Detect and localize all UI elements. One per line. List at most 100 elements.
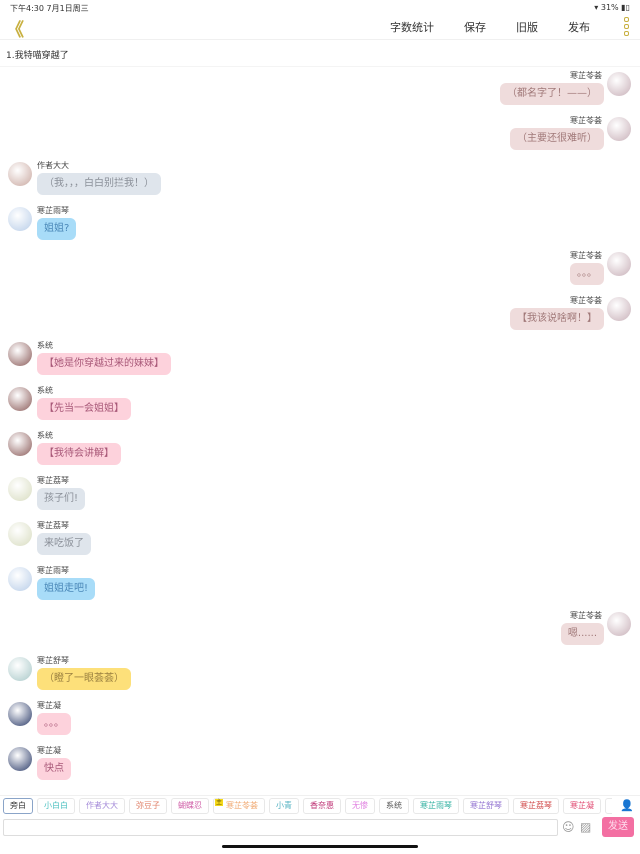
avatar[interactable] — [8, 657, 32, 681]
chat-message[interactable]: 系统 【先当一会姐姐】 — [0, 383, 640, 428]
chat-message[interactable]: 寒芷苓荟 （都名字了！——） — [0, 68, 640, 113]
avatar[interactable] — [8, 162, 32, 186]
send-button[interactable]: 发送 — [602, 817, 634, 837]
character-name: 香奈惠 — [310, 801, 334, 810]
avatar[interactable] — [607, 72, 631, 96]
character-name: 无惨 — [352, 801, 368, 810]
back-chevron-icon[interactable]: 《 — [6, 20, 24, 41]
avatar[interactable] — [8, 387, 32, 411]
avatar[interactable] — [8, 477, 32, 501]
character-name: 寒芷荔琴 — [520, 801, 552, 810]
message-bubble[interactable]: （都名字了！——） — [500, 83, 604, 105]
sender-name: 寒芷雨琴 — [37, 566, 69, 575]
avatar[interactable] — [8, 432, 32, 456]
character-chip[interactable]: 寒芷雨琴 — [413, 798, 459, 814]
chat-message[interactable]: 作者大大 （我，，，白白别拦我！） — [0, 158, 640, 203]
character-chip[interactable]: 主寒芷苓荟 — [213, 798, 265, 814]
avatar[interactable] — [607, 252, 631, 276]
avatar[interactable] — [607, 297, 631, 321]
chat-message[interactable]: 寒芷苓荟 【我该说啥啊！】 — [0, 293, 640, 338]
home-indicator — [222, 845, 418, 848]
sender-name: 寒芷舒琴 — [37, 656, 69, 665]
character-name: 寒芷雨琴 — [420, 801, 452, 810]
chat-message[interactable]: 寒芷荔琴 孩子们! — [0, 473, 640, 518]
character-chip[interactable]: 小青 — [269, 798, 299, 814]
message-bubble[interactable]: （主要还很难听） — [510, 128, 604, 150]
composer: 旁白 小白白 作者大大 弥豆子 蝴蝶忍 主寒芷苓荟小青 香奈惠 无惨 系统 寒芷雨琴 寒芷舒琴 寒芷荔… — [0, 795, 640, 854]
message-bubble[interactable]: 。。。 — [37, 713, 71, 735]
sender-name: 寒芷雨琴 — [37, 206, 69, 215]
chat-message[interactable]: 寒芷苓荟 （主要还很难听） — [0, 113, 640, 158]
character-chip[interactable]: 旁白 — [3, 798, 33, 814]
message-bubble[interactable]: 。。。 — [570, 263, 604, 285]
message-input[interactable] — [3, 819, 558, 836]
header-actions: 字数统计 保存 旧版 发布 — [390, 19, 590, 35]
chat-message[interactable]: 寒芷凝 。。。 — [0, 698, 640, 743]
sender-name: 寒芷凝 — [37, 701, 61, 710]
character-name: 作者大大 — [86, 801, 118, 810]
message-bubble[interactable]: 姐姐? — [37, 218, 77, 240]
battery: ▾ 31% ▮▯ — [594, 3, 630, 12]
message-bubble[interactable]: 来吃饭了 — [37, 533, 91, 555]
avatar[interactable] — [8, 207, 32, 231]
chat-message[interactable]: 寒芷荔琴 来吃饭了 — [0, 518, 640, 563]
chat-message[interactable]: 寒芷舒琴 （瞪了一眼荟荟） — [0, 653, 640, 698]
image-icon[interactable]: ▨ — [580, 820, 592, 834]
message-bubble[interactable]: 【她是你穿越过来的妹妹】 — [37, 353, 171, 375]
chat-message[interactable]: 系统 【她是你穿越过来的妹妹】 — [0, 338, 640, 383]
character-chip[interactable]: 作者大大 — [79, 798, 125, 814]
chat-message[interactable]: 寒芷凝 快点 — [0, 743, 640, 788]
main-character-badge: 主 — [215, 799, 224, 806]
message-bubble[interactable]: 【我待会讲解】 — [37, 443, 121, 465]
sender-name: 系统 — [37, 386, 53, 395]
avatar[interactable] — [8, 342, 32, 366]
message-bubble[interactable]: 【先当一会姐姐】 — [37, 398, 131, 420]
sender-name: 寒芷苓荟 — [570, 71, 602, 80]
chat-message[interactable]: 寒芷雨琴 姐姐? — [0, 203, 640, 248]
message-bubble[interactable]: 【我该说啥啊！】 — [510, 308, 604, 330]
message-bubble[interactable]: 嗯...... — [560, 623, 604, 645]
message-bubble[interactable]: （我，，，白白别拦我！） — [37, 173, 161, 195]
character-chip[interactable]: 寒芷凝 — [563, 798, 601, 814]
user-icon[interactable]: 👤 — [620, 799, 634, 812]
sender-name: 寒芷苓荟 — [570, 296, 602, 305]
message-bubble[interactable]: 快点 — [37, 758, 71, 780]
character-name: 旁白 — [10, 801, 26, 810]
sender-name: 寒芷凝 — [37, 746, 61, 755]
sender-name: 寒芷荔琴 — [37, 476, 69, 485]
emoji-icon[interactable]: ☺ — [562, 820, 575, 834]
message-bubble[interactable]: 孩子们! — [37, 488, 86, 510]
chat-message[interactable]: 寒芷苓荟 嗯...... — [0, 608, 640, 653]
character-chip[interactable]: 小白白 — [37, 798, 75, 814]
avatar[interactable] — [8, 567, 32, 591]
sender-name: 寒芷苓荟 — [570, 611, 602, 620]
sender-name: 寒芷荔琴 — [37, 521, 69, 530]
avatar[interactable] — [607, 612, 631, 636]
avatar[interactable] — [607, 117, 631, 141]
character-name: 寒芷凝 — [570, 801, 594, 810]
avatar[interactable] — [8, 747, 32, 771]
more-menu-icon[interactable] — [624, 17, 632, 36]
chat-message[interactable]: 寒芷雨琴 姐姐走吧! — [0, 563, 640, 608]
character-chip[interactable]: 不死川樱号 — [605, 798, 612, 814]
character-chip[interactable]: 香奈惠 — [303, 798, 341, 814]
message-bubble[interactable]: 姐姐走吧! — [37, 578, 96, 600]
chat-list[interactable]: 寒芷苓荟 （都名字了！——） 寒芷苓荟 （主要还很难听） 作者大大 （我，，，白… — [0, 68, 640, 795]
character-chip[interactable]: 寒芷舒琴 — [463, 798, 509, 814]
chapter-title[interactable]: 1.我特喵穿越了 — [0, 40, 640, 67]
chat-message[interactable]: 系统 【我待会讲解】 — [0, 428, 640, 473]
header-action[interactable]: 字数统计 — [390, 20, 434, 34]
message-bubble[interactable]: （瞪了一眼荟荟） — [37, 668, 131, 690]
character-name: 蝴蝶忍 — [178, 801, 202, 810]
avatar[interactable] — [8, 522, 32, 546]
avatar[interactable] — [8, 702, 32, 726]
chat-message[interactable]: 寒芷苓荟 。。。 — [0, 248, 640, 293]
header-action[interactable]: 旧版 — [516, 20, 538, 34]
character-chip[interactable]: 寒芷荔琴 — [513, 798, 559, 814]
character-chip[interactable]: 无惨 — [345, 798, 375, 814]
character-chip[interactable]: 弥豆子 — [129, 798, 167, 814]
header-action[interactable]: 保存 — [464, 20, 486, 34]
character-chip[interactable]: 蝴蝶忍 — [171, 798, 209, 814]
character-chip[interactable]: 系统 — [379, 798, 409, 814]
header-action[interactable]: 发布 — [568, 20, 590, 34]
